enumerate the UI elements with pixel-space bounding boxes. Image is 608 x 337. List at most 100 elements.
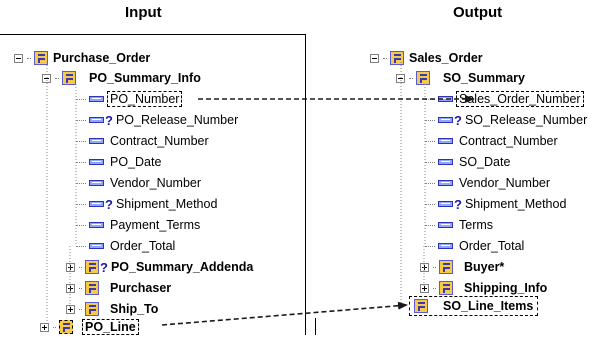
- record-icon: [416, 71, 430, 85]
- input-field-label: PO_Date: [110, 155, 162, 169]
- record-icon: [59, 320, 73, 334]
- expand-icon[interactable]: [66, 262, 75, 272]
- input-field-row[interactable]: ? Shipment_Method: [76, 194, 217, 214]
- field-icon: [438, 159, 453, 165]
- input-tail-label: PO_Line: [82, 319, 139, 335]
- output-field-label: SO_Date: [459, 155, 511, 169]
- output-root-label: Sales_Order: [409, 51, 483, 65]
- field-icon: [438, 243, 453, 249]
- output-field-label: Order_Total: [459, 239, 525, 253]
- field-icon: [89, 222, 104, 228]
- expand-icon[interactable]: [420, 283, 429, 293]
- input-field-label: PO_Release_Number: [115, 113, 239, 127]
- expand-icon[interactable]: [40, 322, 49, 332]
- input-tail-node[interactable]: PO_Line: [40, 317, 139, 337]
- output-field-row[interactable]: SO_Date: [425, 152, 510, 172]
- record-icon: [85, 260, 99, 274]
- input-field-label: PO_Number: [107, 91, 183, 107]
- expand-icon[interactable]: [66, 304, 75, 314]
- field-icon: [438, 180, 453, 186]
- input-group-label: PO_Summary_Info: [89, 71, 201, 85]
- field-icon: [438, 138, 453, 144]
- output-subgroup-label: Shipping_Info: [464, 281, 548, 295]
- field-icon: [438, 96, 453, 102]
- field-icon: [89, 117, 104, 123]
- input-root-node[interactable]: Purchase_Order: [14, 48, 150, 68]
- output-field-row[interactable]: Contract_Number: [425, 131, 558, 151]
- output-field-label: Contract_Number: [459, 134, 558, 148]
- input-field-label: Vendor_Number: [110, 176, 202, 190]
- output-group-node[interactable]: SO_Summary: [396, 68, 525, 88]
- output-field-label: Terms: [459, 218, 494, 232]
- input-group-node[interactable]: PO_Summary_Info: [42, 68, 201, 88]
- record-icon: [85, 281, 99, 295]
- input-right-border: [305, 34, 306, 335]
- optional-marker-icon: ?: [454, 112, 462, 128]
- input-field-row[interactable]: Vendor_Number: [76, 173, 201, 193]
- output-field-row[interactable]: ? SO_Release_Number: [425, 110, 587, 130]
- output-header: Output: [453, 4, 503, 21]
- input-field-row[interactable]: ? PO_Release_Number: [76, 110, 238, 130]
- expand-icon[interactable]: [66, 283, 75, 293]
- field-icon: [438, 117, 453, 123]
- field-icon: [89, 243, 104, 249]
- input-root-label: Purchase_Order: [53, 51, 151, 65]
- output-field-row[interactable]: Sales_Order_Number: [425, 89, 584, 109]
- input-field-row[interactable]: PO_Number: [76, 89, 183, 109]
- optional-marker-icon: ?: [105, 196, 113, 212]
- output-left-border: [315, 318, 316, 335]
- collapse-icon[interactable]: [370, 53, 379, 63]
- output-field-label: SO_Release_Number: [464, 113, 588, 127]
- collapse-icon[interactable]: [14, 53, 23, 63]
- input-subgroup-node[interactable]: Purchaser: [66, 278, 171, 298]
- field-icon: [89, 138, 104, 144]
- output-field-row[interactable]: ? Shipment_Method: [425, 194, 566, 214]
- field-icon: [89, 96, 104, 102]
- output-subgroup-node[interactable]: Shipping_Info: [420, 278, 547, 298]
- input-subgroup-label: Ship_To: [110, 302, 159, 316]
- record-icon: [414, 299, 428, 313]
- output-root-node[interactable]: Sales_Order: [370, 48, 483, 68]
- input-field-label: Payment_Terms: [110, 218, 201, 232]
- input-header: Input: [125, 4, 162, 21]
- output-tail-node[interactable]: SO_Line_Items: [409, 296, 539, 316]
- record-icon: [34, 51, 48, 65]
- record-icon: [390, 51, 404, 65]
- input-subgroup-label: Purchaser: [110, 281, 172, 295]
- input-field-row[interactable]: Payment_Terms: [76, 215, 200, 235]
- field-icon: [89, 201, 104, 207]
- output-field-label: Sales_Order_Number: [456, 91, 584, 107]
- collapse-icon[interactable]: [396, 73, 405, 83]
- input-field-row[interactable]: Order_Total: [76, 236, 175, 256]
- field-icon: [89, 159, 104, 165]
- output-subgroup-label: Buyer*: [464, 260, 505, 274]
- output-field-row[interactable]: Terms: [425, 215, 493, 235]
- output-group-label: SO_Summary: [443, 71, 525, 85]
- output-field-label: Vendor_Number: [459, 176, 551, 190]
- input-field-label: Order_Total: [110, 239, 176, 253]
- input-field-row[interactable]: PO_Date: [76, 152, 161, 172]
- collapse-icon[interactable]: [42, 73, 51, 83]
- field-icon: [438, 222, 453, 228]
- input-top-border: [0, 34, 305, 35]
- optional-marker-icon: ?: [100, 259, 108, 275]
- field-icon: [89, 180, 104, 186]
- optional-marker-icon: ?: [454, 196, 462, 212]
- input-subgroup-node[interactable]: ? PO_Summary_Addenda: [66, 257, 253, 277]
- record-icon: [85, 302, 99, 316]
- input-subgroup-label: PO_Summary_Addenda: [110, 260, 254, 274]
- output-subgroup-node[interactable]: Buyer*: [420, 257, 504, 277]
- input-field-label: Shipment_Method: [115, 197, 218, 211]
- record-icon: [439, 260, 453, 274]
- output-field-label: Shipment_Method: [464, 197, 567, 211]
- optional-marker-icon: ?: [105, 112, 113, 128]
- output-field-row[interactable]: Vendor_Number: [425, 173, 550, 193]
- output-tail-label: SO_Line_Items: [443, 299, 534, 313]
- input-field-row[interactable]: Contract_Number: [76, 131, 209, 151]
- output-field-row[interactable]: Order_Total: [425, 236, 524, 256]
- input-subgroup-node[interactable]: Ship_To: [66, 299, 158, 319]
- record-icon: [439, 281, 453, 295]
- input-field-label: Contract_Number: [110, 134, 209, 148]
- expand-icon[interactable]: [420, 262, 429, 272]
- record-icon: [62, 71, 76, 85]
